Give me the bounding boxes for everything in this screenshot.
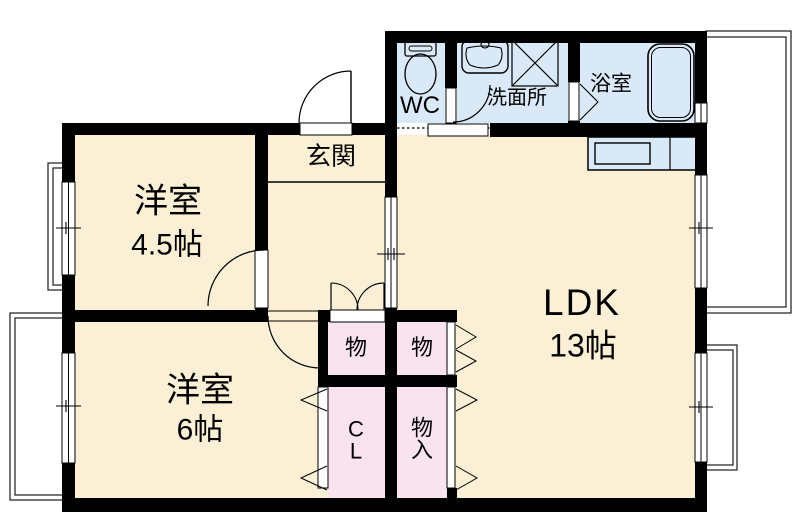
storage-br-label: 物 入: [410, 415, 434, 463]
storage-double-doors: [329, 282, 386, 323]
window-room2-left: [56, 352, 81, 464]
entrance-door: [298, 70, 353, 136]
storage-br-fill: [397, 387, 447, 498]
bathtub-icon: [647, 43, 695, 122]
wc-label: WC: [400, 91, 440, 119]
storage-tr-folding-door: [446, 321, 478, 376]
bathroom-floor-fill: [580, 43, 697, 123]
western-room-2-size: 6帖: [176, 413, 224, 447]
bathroom-label: 浴室: [590, 72, 632, 96]
storage-tr-fill: [397, 322, 447, 375]
balcony-right-upper: [705, 30, 792, 314]
hall-door-sill: [427, 123, 489, 137]
washroom-door: [445, 84, 491, 124]
kitchen-counter-icon: [587, 136, 699, 171]
window-ldk-lower-right: [689, 352, 713, 463]
walls: [62, 31, 707, 512]
sink-icon: [461, 39, 509, 74]
western-room-1-size: 4.5帖: [131, 228, 203, 262]
toilet-icon: [404, 41, 437, 95]
bathroom-door: [568, 81, 599, 122]
hall-ldk-sliding-door: [377, 196, 405, 309]
window-bathroom-right: [694, 102, 708, 124]
closet-cl-folding-door: [299, 386, 329, 491]
storage-br-folding-door: [446, 386, 479, 491]
storage-tl-label: 物: [344, 334, 368, 360]
western-room-1-door: [207, 249, 269, 309]
western-room-1-label: 洋室: [134, 182, 202, 221]
washer-pan-icon: [511, 39, 559, 87]
closet-cl-fill: [328, 387, 385, 498]
storage-tr-label: 物: [410, 334, 434, 360]
western-room-2-door: [267, 310, 321, 369]
western-room-2-label: 洋室: [166, 371, 234, 410]
ldk-size: 13帖: [549, 327, 617, 364]
storage-tl-fill: [328, 322, 385, 375]
washroom-label: 洗面所: [487, 86, 547, 109]
closet-cl-label: C L: [348, 416, 364, 464]
window-room1-left: [56, 181, 81, 276]
window-ldk-upper-right: [689, 174, 713, 289]
ldk-label: LDK: [543, 282, 621, 324]
entrance-label: 玄関: [305, 142, 357, 171]
